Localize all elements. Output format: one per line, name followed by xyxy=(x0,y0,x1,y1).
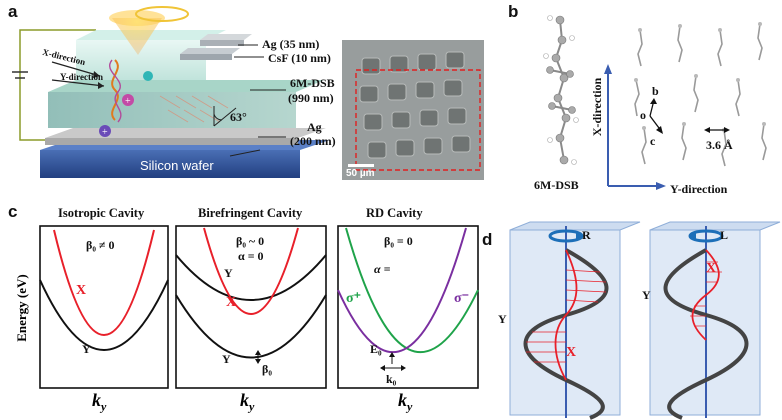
axis-x-direction: X-direction xyxy=(590,77,605,137)
plot3-label-e0: E₀ xyxy=(370,342,382,356)
xlabel-k-3: k xyxy=(398,390,407,410)
panel-d-label: d xyxy=(482,230,493,249)
label-ag-35nm: Ag (35 nm) xyxy=(262,37,320,51)
plot3-label-sigma-plus: σ⁺ xyxy=(346,291,362,306)
plot2-condition2: α = 0 xyxy=(238,249,264,263)
molecule-structure xyxy=(543,15,579,165)
xlabel-sub-3: y xyxy=(407,399,413,414)
label-angle: 63° xyxy=(230,110,247,124)
plot1-condition: β₀ ≠ 0 xyxy=(86,238,115,252)
label-200nm: (200 nm) xyxy=(290,134,336,148)
rotation-label-r: R xyxy=(582,228,591,242)
rotation-label-l: L xyxy=(720,228,729,242)
panel-a-label: a xyxy=(8,2,18,21)
plot2-label-y-upper: Y xyxy=(224,266,233,280)
d-left-label-x: X xyxy=(566,345,577,360)
svg-text:+: + xyxy=(102,127,108,138)
label-6m-dsb: 6M-DSB xyxy=(290,76,335,90)
micrograph-image xyxy=(342,40,484,180)
plot2-label-y-lower: Y xyxy=(222,352,231,366)
xlabel-k-1: k xyxy=(92,390,101,410)
lattice-axis-b: b xyxy=(652,84,659,98)
molecule-name: 6M-DSB xyxy=(534,178,579,192)
panel-a-device-illustration: + + xyxy=(12,6,330,178)
lattice-axis-c: c xyxy=(650,134,656,148)
plot1-label-x: X xyxy=(76,283,87,298)
plot3-label-sigma-minus: σ⁻ xyxy=(454,291,470,306)
xlabel-ky-2: ky xyxy=(240,390,254,415)
scale-bar-label: 50 µm xyxy=(346,168,375,179)
plot3-condition: β₀ = 0 xyxy=(384,234,413,248)
plot3-condition2: α = xyxy=(374,262,391,276)
d-right-label-y: Y xyxy=(642,288,651,302)
label-y-direction: Y-direction xyxy=(60,72,104,82)
plot3-title: RD Cavity xyxy=(366,206,423,220)
plot2-title: Birefringent Cavity xyxy=(198,206,303,220)
plot1-label-y: Y xyxy=(82,342,91,356)
plot2-condition: β₀ ~ 0 xyxy=(236,234,265,248)
crystal-packing xyxy=(604,22,767,190)
panel-c-plots xyxy=(39,225,479,389)
d-right-label-x: X xyxy=(706,261,717,276)
panel-c-label: c xyxy=(8,202,18,221)
plot3-label-k0: k₀ xyxy=(386,372,397,386)
label-silicon-wafer: Silicon wafer xyxy=(140,158,214,173)
label-990nm: (990 nm) xyxy=(288,91,334,105)
label-csf-10nm: CsF (10 nm) xyxy=(268,51,331,65)
lattice-axis-o: o xyxy=(640,108,646,122)
xlabel-k-2: k xyxy=(240,390,249,410)
xlabel-ky-3: ky xyxy=(398,390,412,415)
xlabel-ky-1: ky xyxy=(92,390,106,415)
plot2-label-x: X xyxy=(226,295,237,310)
xlabel-sub-1: y xyxy=(101,399,107,414)
axis-y-direction: Y-direction xyxy=(670,182,728,196)
svg-text:+: + xyxy=(125,96,131,107)
plot2-label-beta0: β₀ xyxy=(262,362,272,376)
plot1-title: Isotropic Cavity xyxy=(58,206,145,220)
xlabel-sub-2: y xyxy=(249,399,255,414)
panel-d-chirality-illustration xyxy=(509,221,781,420)
lattice-spacing: 3.6 Å xyxy=(706,138,733,152)
label-ag: Ag xyxy=(307,120,322,134)
d-left-label-y: Y xyxy=(498,312,507,326)
ylabel-energy: Energy (eV) xyxy=(13,274,29,342)
panel-b-label: b xyxy=(508,2,519,21)
